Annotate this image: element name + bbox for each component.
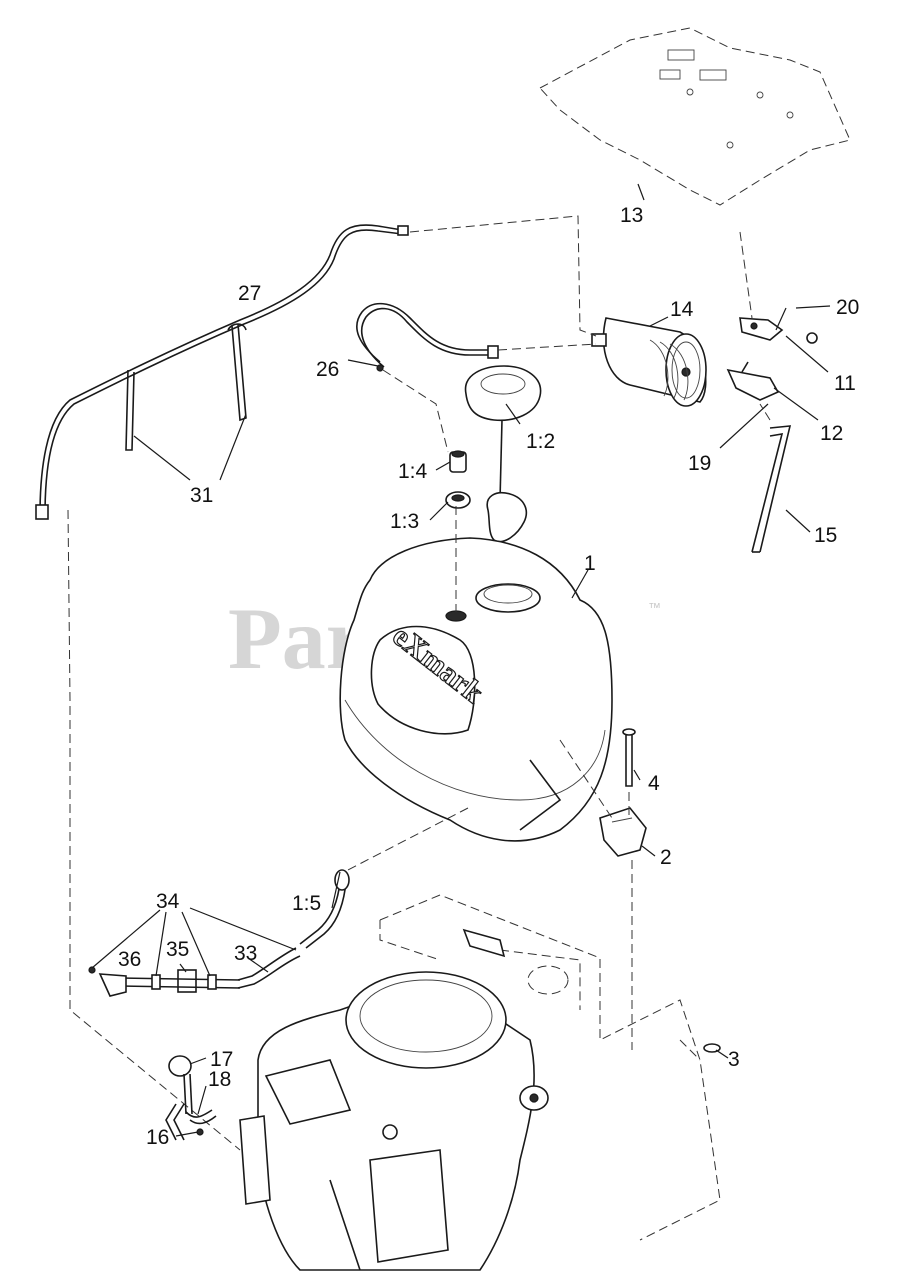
callout-18: 18 <box>208 1068 231 1091</box>
callout-labels: 13 20 27 14 11 26 12 1:2 19 1:4 31 1:3 1… <box>118 204 859 1149</box>
hose-15 <box>751 425 792 553</box>
callout-27: 27 <box>238 282 261 305</box>
fuel-filter-assembly <box>88 869 350 997</box>
callout-31: 31 <box>190 484 213 507</box>
engine-label: OHV <box>391 1206 411 1239</box>
callout-15: 15 <box>814 524 837 547</box>
callout-34: 34 <box>156 890 180 913</box>
frame <box>379 894 721 1241</box>
fuel-cap-1-2 <box>464 365 542 543</box>
callout-1-2: 1:2 <box>526 430 555 453</box>
callout-2: 2 <box>660 846 672 869</box>
callout-1-3: 1:3 <box>390 510 419 533</box>
callout-14: 14 <box>670 298 694 321</box>
callout-1: 1 <box>584 552 596 575</box>
callout-26: 26 <box>316 358 339 381</box>
bolt-4 <box>622 728 636 787</box>
callout-4: 4 <box>648 772 660 795</box>
fuel-pump-17 <box>168 1055 193 1115</box>
callout-17: 17 <box>210 1048 233 1071</box>
alignment-lines <box>67 215 771 1151</box>
fuel-tank-1: eXmark <box>339 537 613 842</box>
callout-36: 36 <box>118 948 141 971</box>
bracket-11 <box>739 307 818 344</box>
charcoal-canister-14 <box>591 317 707 407</box>
leader-lines <box>91 183 831 1137</box>
callout-33: 33 <box>234 942 257 965</box>
engine: OHV <box>239 971 549 1271</box>
callout-12: 12 <box>820 422 843 445</box>
callout-3: 3 <box>728 1048 740 1071</box>
callout-35: 35 <box>166 938 189 961</box>
tank-mount-2 <box>599 807 647 857</box>
mounting-plate <box>539 27 851 206</box>
callout-1-5: 1:5 <box>292 892 321 915</box>
fuel-line-27 <box>35 224 409 520</box>
clamp-12 <box>726 361 780 401</box>
callout-20: 20 <box>836 296 859 319</box>
callout-19: 19 <box>688 452 711 475</box>
callout-1-4: 1:4 <box>398 460 428 483</box>
callout-11: 11 <box>834 372 856 395</box>
hose-18 <box>165 1103 217 1141</box>
vent-hose-26 <box>356 302 499 372</box>
callout-13: 13 <box>620 204 643 227</box>
callout-16: 16 <box>146 1126 169 1149</box>
watermark-tm: ™ <box>648 600 661 615</box>
grommet-1-3 <box>445 491 471 509</box>
clamp-31 <box>125 323 247 451</box>
valve-1-4 <box>449 450 467 473</box>
